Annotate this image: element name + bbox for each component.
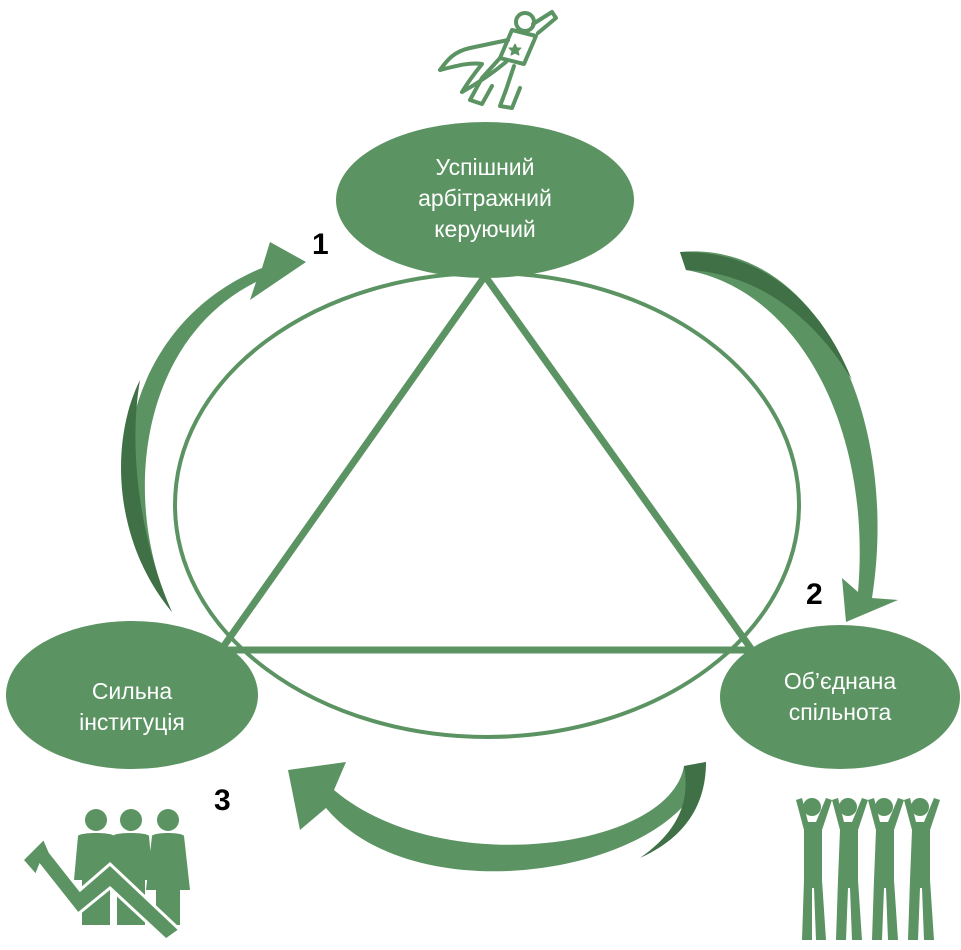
node-left-line-2: інституція [79, 709, 185, 735]
node-top-line-2: арбітражний [418, 185, 552, 211]
node-left [6, 621, 258, 769]
step-number-1: 1 [312, 228, 329, 261]
arrow-left-to-top [121, 242, 306, 612]
step-number-3: 3 [214, 784, 231, 817]
flying-superhero-icon [438, 10, 558, 110]
node-right-line-1: Об’єднана [783, 668, 897, 694]
node-right-line-2: спільнота [788, 699, 892, 725]
triangle [214, 269, 759, 654]
node-right [720, 625, 960, 769]
arrow-right-to-left [288, 762, 706, 872]
node-left-label: Сильна інституція [52, 676, 212, 738]
node-top-line-1: Успішний [435, 154, 535, 180]
node-right-label: Об’єднана спільнота [760, 666, 920, 728]
node-top [336, 122, 634, 278]
people-raising-hands-icon [796, 798, 940, 940]
people-with-rising-arrow-icon [19, 809, 190, 942]
step-number-2: 2 [806, 578, 823, 611]
node-top-label: Успішний арбітражний керуючий [385, 152, 585, 245]
arrow-top-to-right [680, 251, 898, 622]
node-top-line-3: керуючий [434, 216, 536, 242]
outer-circle [173, 271, 801, 739]
node-left-line-1: Сильна [91, 678, 173, 704]
